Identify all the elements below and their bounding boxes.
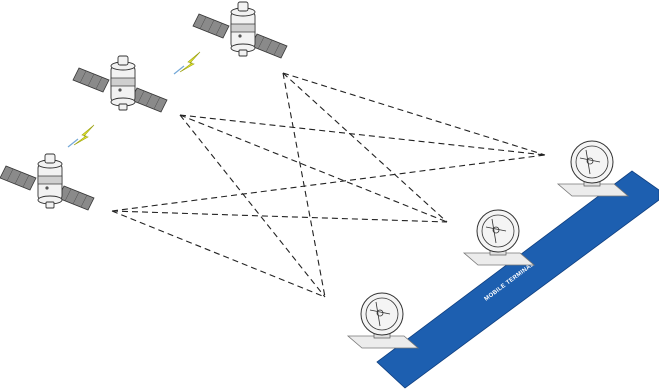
satellite-dish-icon <box>463 209 535 266</box>
lightning-bolt-icon <box>173 51 201 75</box>
satellite-icon <box>0 153 95 211</box>
mobile-terminal-strip: MOBILE TERMINAL <box>376 170 659 389</box>
satellite-icon <box>192 1 288 59</box>
lightning-bolt-icon <box>67 124 95 148</box>
satellite-dish-icon <box>557 140 629 197</box>
satellite-icon <box>72 55 168 113</box>
satellite-dish-icon <box>347 292 419 349</box>
link-lines <box>111 72 546 298</box>
